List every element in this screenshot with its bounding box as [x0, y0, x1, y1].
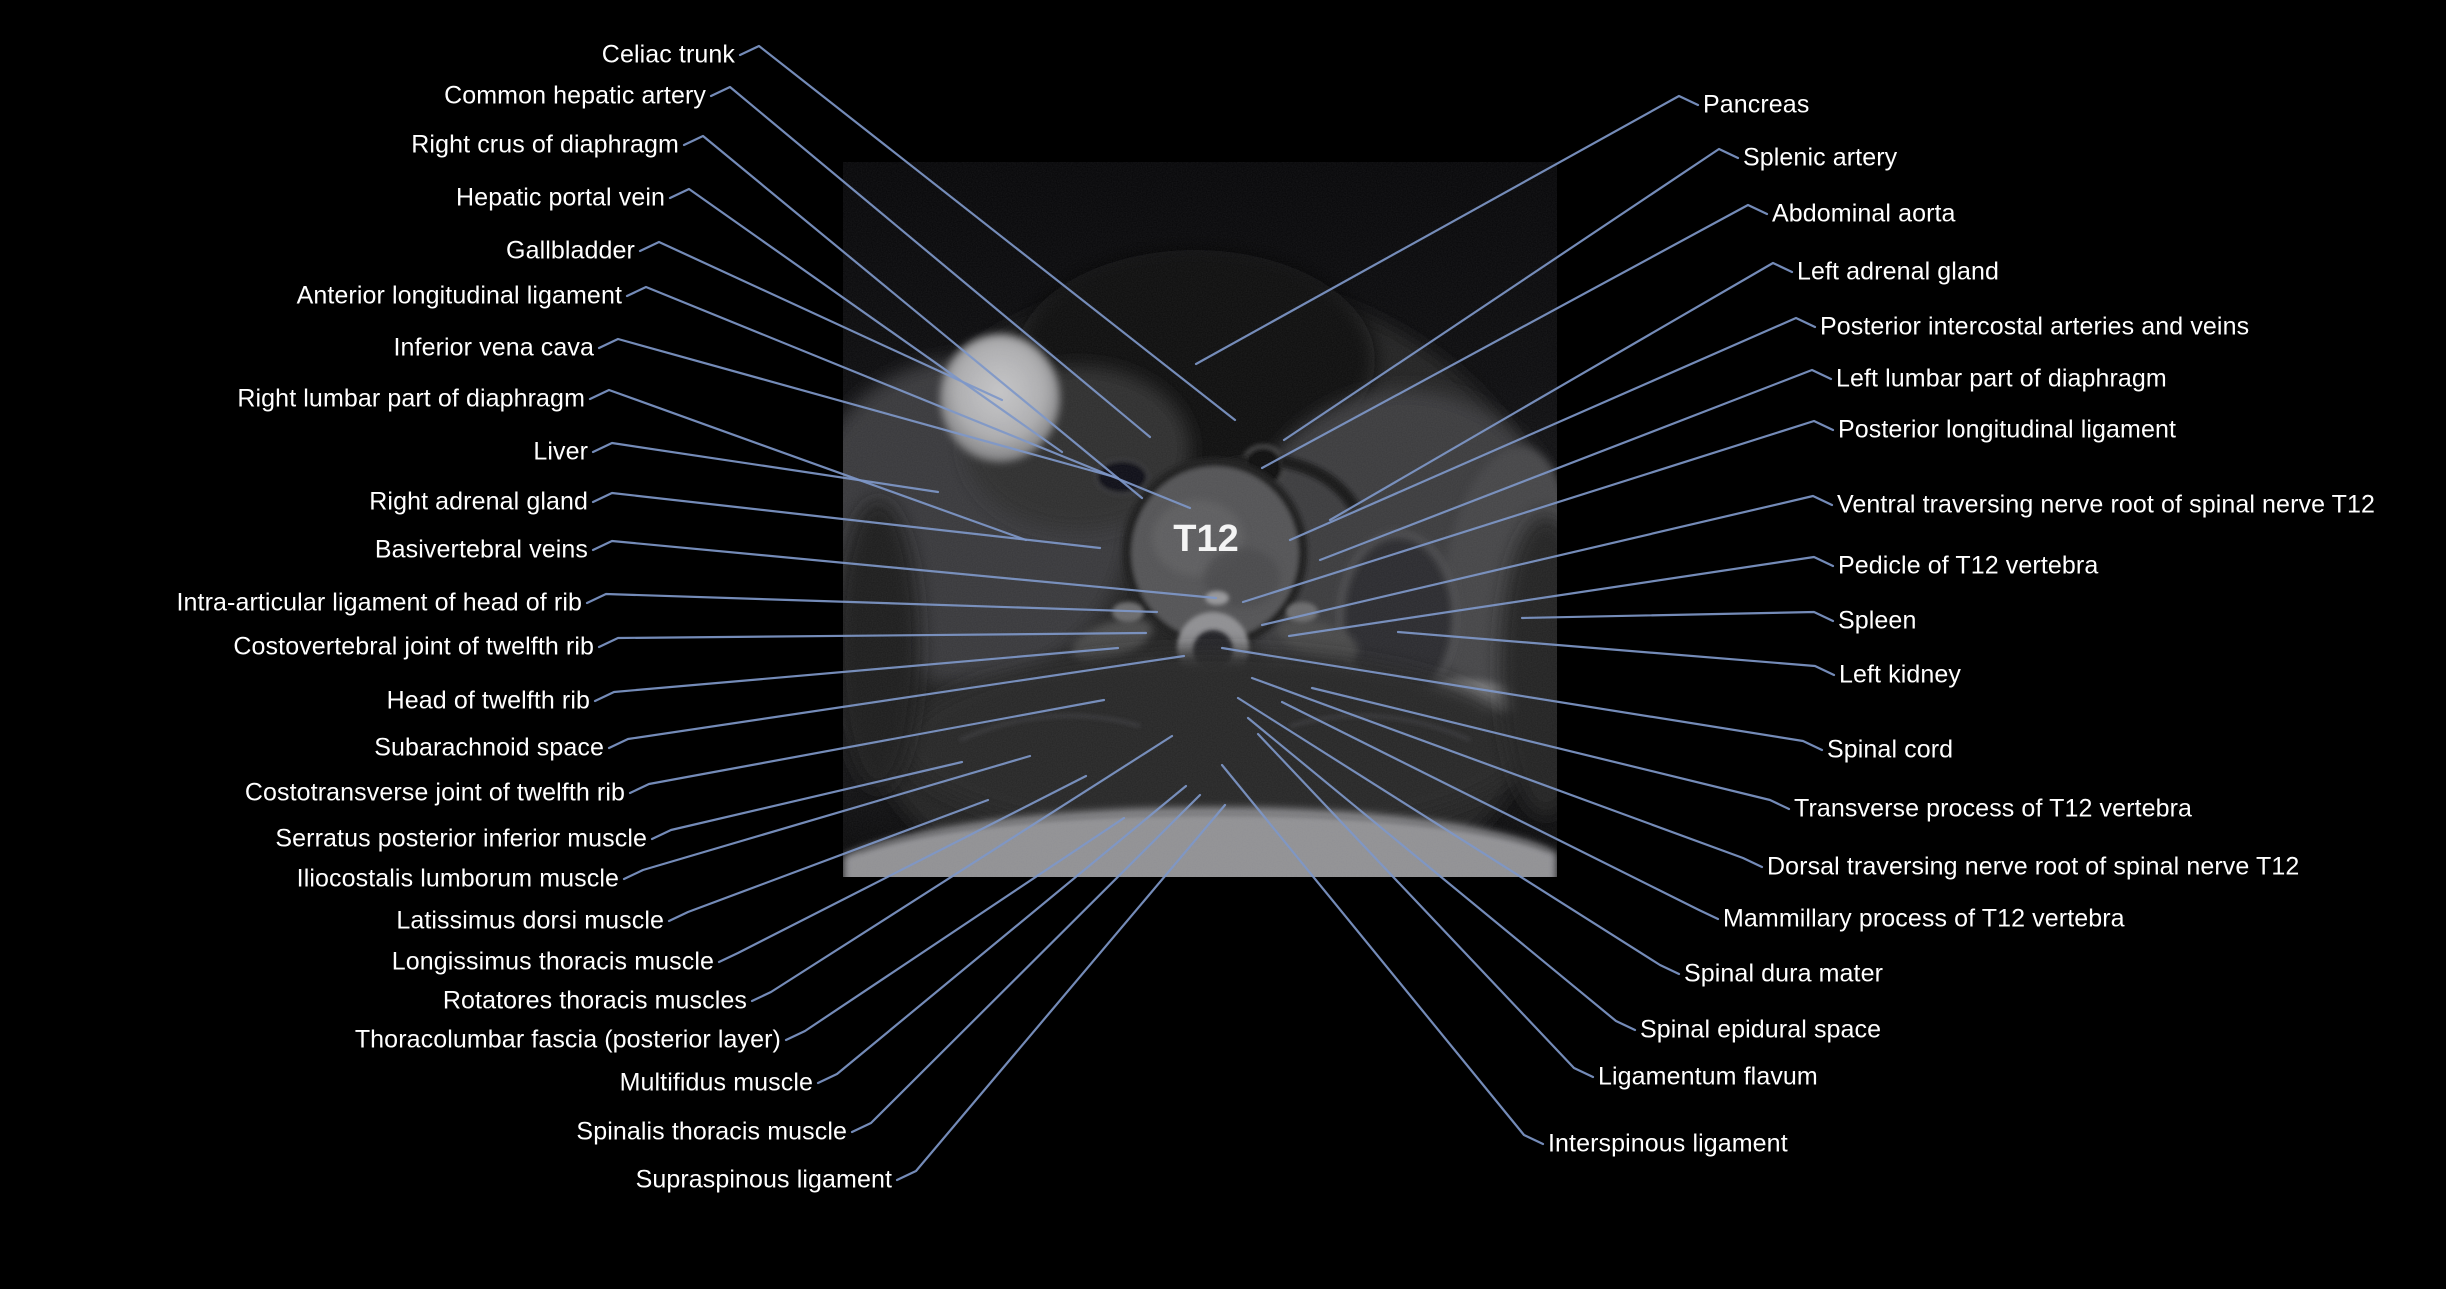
leader-line-mammillary-process-of-t12-vertebra [1280, 700, 1720, 921]
leader-line-splenic-artery [1282, 147, 1740, 442]
leader-line-iliocostalis-lumborum-muscle [622, 754, 1032, 881]
leader-line-spinal-epidural-space [1246, 716, 1637, 1032]
leader-line-supraspinous-ligament [895, 803, 1227, 1182]
leader-line-liver [591, 441, 940, 494]
leader-line-right-adrenal-gland [591, 491, 1102, 550]
leader-line-left-adrenal-gland [1328, 261, 1794, 522]
leader-line-pedicle-of-t12-vertebra [1287, 555, 1835, 638]
leader-line-right-lumbar-part-of-diaphragm [588, 388, 1028, 542]
leader-line-intra-articular-ligament-of-head-of-rib [585, 592, 1159, 614]
leader-line-left-lumbar-part-of-diaphragm [1318, 368, 1833, 562]
leader-line-pancreas [1194, 94, 1700, 366]
leader-lines-group [585, 44, 1836, 1182]
leader-line-ligamentum-flavum [1256, 732, 1595, 1079]
leader-line-spinalis-thoracis-muscle [850, 793, 1202, 1134]
leader-line-inferior-vena-cava [597, 337, 1120, 480]
leader-line-dorsal-traversing-nerve-root-of-spinal-nerve-t12 [1250, 676, 1764, 869]
leader-line-common-hepatic-artery [709, 85, 1152, 439]
leader-line-abdominal-aorta [1260, 203, 1769, 470]
leader-line-right-crus-of-diaphragm [682, 134, 1144, 500]
leader-line-hepatic-portal-vein [668, 187, 1064, 454]
leader-line-ventral-traversing-nerve-root-of-spinal-nerve-t12 [1260, 494, 1834, 627]
leader-line-multifidus-muscle [816, 784, 1188, 1085]
leader-line-rotatores-thoracis-muscles [750, 734, 1174, 1003]
leader-line-costovertebral-joint-of-twelfth-rib [597, 631, 1148, 649]
leader-line-basivertebral-veins [591, 539, 1218, 600]
leader-line-spleen [1520, 610, 1835, 623]
leader-line-latissimus-dorsi-muscle [667, 798, 990, 923]
leader-line-left-kidney [1396, 630, 1836, 677]
leader-line-transverse-process-of-t12-vertebra [1310, 686, 1791, 811]
leader-line-head-of-twelfth-rib [593, 646, 1120, 703]
leader-line-gallbladder [638, 240, 1004, 402]
leader-line-spinal-cord [1220, 646, 1824, 752]
leader-line-posterior-intercostal-arteries-and-veins [1288, 316, 1817, 542]
leader-line-longissimus-thoracis-muscle [717, 774, 1088, 964]
leader-line-celiac-trunk [738, 44, 1237, 422]
leader-line-interspinous-ligament [1220, 763, 1545, 1146]
leader-line-costotransverse-joint-of-twelfth-rib [628, 698, 1106, 795]
leader-line-anterior-longitudinal-ligament [625, 285, 1192, 510]
leader-line-thoracolumbar-fascia-posterior-layer [784, 816, 1126, 1042]
leader-line-subarachnoid-space [607, 654, 1186, 750]
leader-line-spinal-dura-mater [1236, 696, 1681, 976]
mri-axial-image [843, 162, 1557, 877]
vertebra-t12-label: T12 [1173, 518, 1238, 560]
leader-line-posterior-longitudinal-ligament [1241, 419, 1835, 604]
leader-line-serratus-posterior-inferior-muscle [650, 760, 964, 841]
